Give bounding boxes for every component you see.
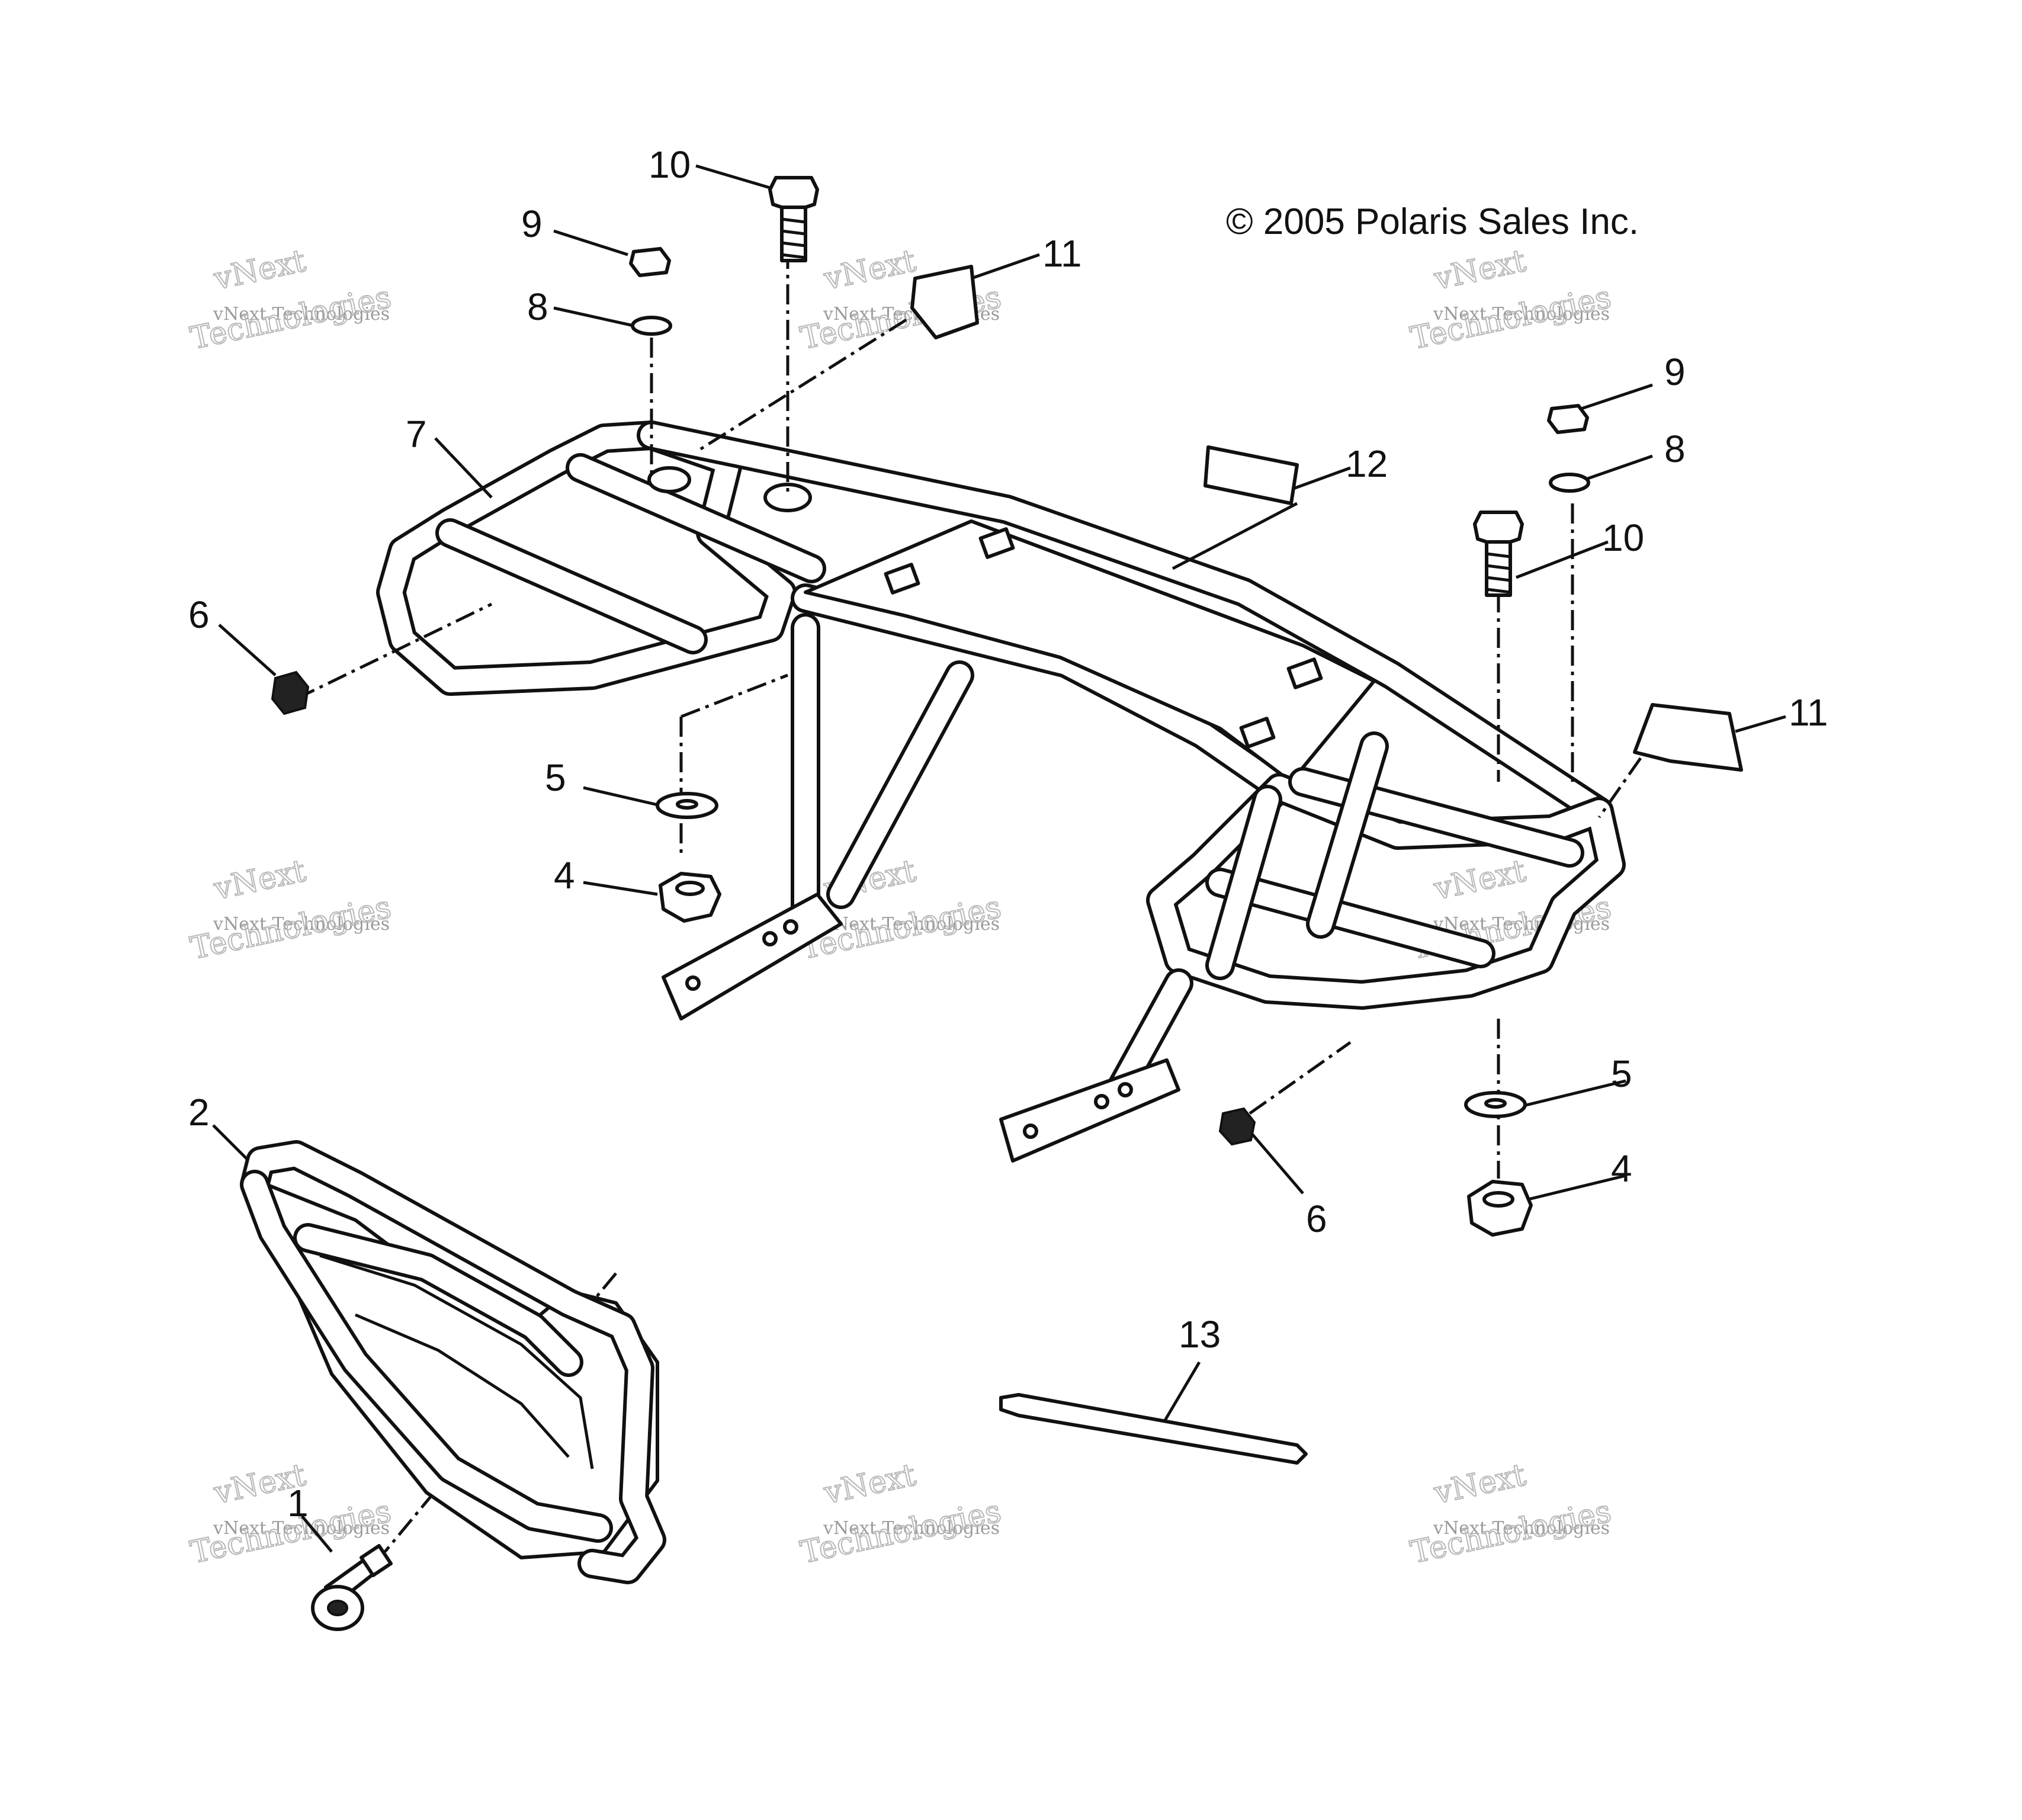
callout-6: 6 xyxy=(1306,1198,1327,1240)
watermark: vNext vNext Technologies Technologies xyxy=(187,242,394,357)
callout-9: 9 xyxy=(1664,351,1686,393)
watermark: vNext vNext Technologies Technologies xyxy=(187,852,394,967)
svg-text:vNext: vNext xyxy=(1430,1457,1529,1511)
hex-nut-icon xyxy=(659,872,721,923)
callout-13: 13 xyxy=(1179,1313,1221,1356)
hardware xyxy=(271,176,1743,1631)
hex-nut-icon xyxy=(1467,1180,1533,1237)
callout-1: 1 xyxy=(287,1482,309,1524)
front-bumper xyxy=(240,1140,666,1584)
callout-10: 10 xyxy=(1602,516,1644,559)
svg-text:vNext Technologies: vNext Technologies xyxy=(213,304,390,325)
callout-8: 8 xyxy=(527,285,548,328)
svg-text:vNext Technologies: vNext Technologies xyxy=(823,914,1000,935)
svg-text:vNext: vNext xyxy=(1430,243,1529,297)
acorn-nut-icon xyxy=(629,247,671,277)
callout-5: 5 xyxy=(545,756,566,799)
rear-rack-frame xyxy=(376,421,1626,1163)
svg-text:vNext Technologies: vNext Technologies xyxy=(213,914,390,935)
acorn-nut-icon xyxy=(1547,404,1589,434)
bolt-icon xyxy=(1473,511,1524,597)
cable-tie-icon xyxy=(999,1393,1308,1465)
watermark: vNext vNext Technologies Technologies xyxy=(1407,242,1615,357)
callout-5: 5 xyxy=(1611,1052,1632,1095)
callout-2: 2 xyxy=(188,1091,210,1134)
bolt-icon xyxy=(768,176,819,262)
bolt-icon xyxy=(311,1544,393,1631)
callout-labels: 10 9 8 11 7 6 5 4 12 9 8 10 11 5 4 6 13 … xyxy=(188,143,1828,1524)
callout-4: 4 xyxy=(1611,1147,1632,1190)
decal-icon xyxy=(1203,445,1299,505)
callout-9: 9 xyxy=(521,203,543,245)
callout-11: 11 xyxy=(1042,232,1081,275)
clip-nut-icon xyxy=(1633,703,1743,772)
svg-text:vNext Technologies: vNext Technologies xyxy=(1433,914,1610,935)
callout-7: 7 xyxy=(406,413,427,455)
callout-4: 4 xyxy=(554,854,575,897)
copyright-text: © 2005 Polaris Sales Inc. xyxy=(1226,201,1639,242)
svg-text:vNext: vNext xyxy=(210,853,309,907)
svg-text:vNext Technologies: vNext Technologies xyxy=(213,1518,390,1539)
callout-8: 8 xyxy=(1664,428,1686,470)
svg-text:vNext: vNext xyxy=(210,243,309,297)
svg-text:vNext: vNext xyxy=(820,1457,919,1511)
callout-12: 12 xyxy=(1346,442,1388,485)
svg-text:vNext Technologies: vNext Technologies xyxy=(1433,1518,1610,1539)
callout-10: 10 xyxy=(649,143,691,186)
callout-11: 11 xyxy=(1789,691,1828,734)
flange-nut-icon xyxy=(1218,1107,1256,1146)
svg-text:vNext: vNext xyxy=(1430,853,1529,907)
flange-nut-icon xyxy=(271,670,310,715)
callout-6: 6 xyxy=(188,593,210,636)
watermark: vNext vNext Technologies Technologies xyxy=(797,1456,1004,1571)
svg-text:vNext: vNext xyxy=(820,243,919,297)
svg-text:vNext Technologies: vNext Technologies xyxy=(1433,304,1610,325)
lock-washer-icon xyxy=(631,316,672,336)
lock-washer-icon xyxy=(1549,473,1590,493)
svg-text:vNext Technologies: vNext Technologies xyxy=(823,1518,1000,1539)
watermark: vNext vNext Technologies Technologies xyxy=(1407,1456,1615,1571)
clip-nut-icon xyxy=(910,265,979,339)
